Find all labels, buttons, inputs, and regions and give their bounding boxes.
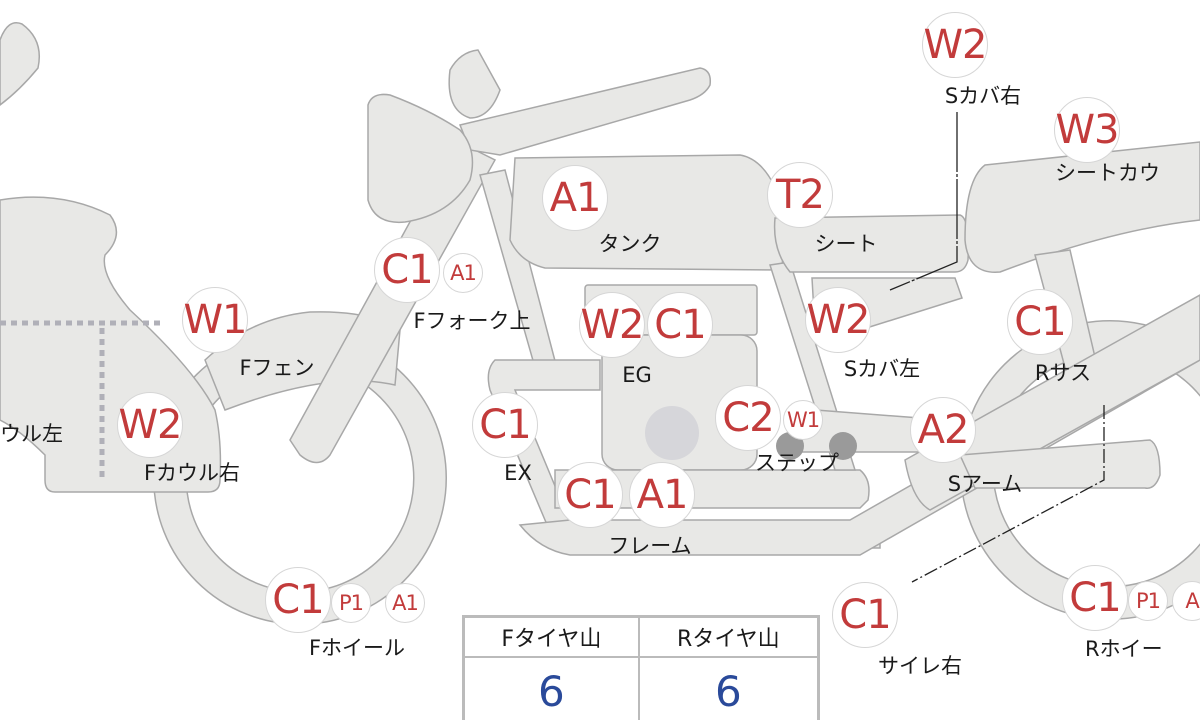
front-tire-tread-value: 6 (462, 656, 640, 720)
damage-code-badge: W2 (805, 287, 871, 353)
damage-code-badge: W1 (182, 287, 248, 353)
damage-code-badge: A1 (542, 165, 608, 231)
damage-code-badge: C1 (1062, 565, 1128, 631)
damage-code-badge: A1 (629, 462, 695, 528)
damage-code-badge: C1 (557, 462, 623, 528)
part-label: Sアーム (947, 472, 1023, 496)
part-label: Sカバ左 (843, 357, 921, 381)
damage-code-badge-small: W1 (783, 400, 823, 440)
muffler (958, 439, 1161, 489)
rear-tire-tread-header: Rタイヤ山 (637, 615, 820, 658)
rear-tire-tread-value: 6 (637, 656, 820, 720)
part-label: Fフェン (239, 356, 315, 380)
damage-code-badge-small: A1 (443, 253, 483, 293)
damage-code-badge: T2 (767, 162, 833, 228)
meter (448, 49, 501, 119)
damage-code-badge: W2 (117, 392, 183, 458)
part-label: ウル左 (0, 422, 63, 446)
part-label: Fカウル右 (143, 461, 241, 485)
handlebar (458, 67, 712, 156)
damage-code-badge: W2 (579, 292, 645, 358)
part-label: EX (504, 461, 532, 485)
headlight (367, 93, 474, 224)
damage-code-badge: A2 (910, 397, 976, 463)
part-label: タンク (598, 232, 662, 256)
part-label: フレーム (608, 534, 692, 558)
tire-tread-table: Fタイヤ山 Rタイヤ山 6 6 (462, 615, 820, 720)
front-fork (289, 139, 497, 464)
step-peg-rear (829, 432, 857, 460)
damage-code-badge-small: A1 (385, 583, 425, 623)
part-label: Fフォーク上 (413, 309, 531, 333)
damage-code-badge: W2 (922, 12, 988, 78)
damage-code-badge: C2 (715, 385, 781, 451)
part-label: シート (814, 232, 878, 256)
damage-code-badge: C1 (472, 392, 538, 458)
damage-code-badge: C1 (832, 582, 898, 648)
part-label: Sカバ右 (944, 84, 1022, 108)
part-label: Rホイー (1085, 637, 1163, 661)
damage-code-badge: C1 (647, 292, 713, 358)
part-label: Fホイール (308, 636, 406, 660)
engine-cover (645, 406, 699, 460)
damage-code-badge-small: P1 (1128, 581, 1168, 621)
damage-code-badge: C1 (1007, 289, 1073, 355)
damage-code-badge: C1 (374, 237, 440, 303)
part-label: シートカウ (1055, 161, 1160, 185)
windscreen (0, 22, 40, 106)
part-label: サイレ右 (878, 654, 962, 678)
part-label: Rサス (1034, 361, 1092, 385)
leader-line-side-cover-right (889, 112, 958, 291)
damage-code-badge: C1 (265, 567, 331, 633)
front-tire-tread-header: Fタイヤ山 (462, 615, 640, 658)
damage-code-badge-small: P1 (331, 583, 371, 623)
damage-code-badge-small: A (1172, 581, 1200, 621)
part-label: ステップ (755, 451, 839, 475)
part-label: EG (622, 363, 652, 387)
leader-line-silencer-right (911, 405, 1105, 583)
damage-code-badge: W3 (1054, 97, 1120, 163)
